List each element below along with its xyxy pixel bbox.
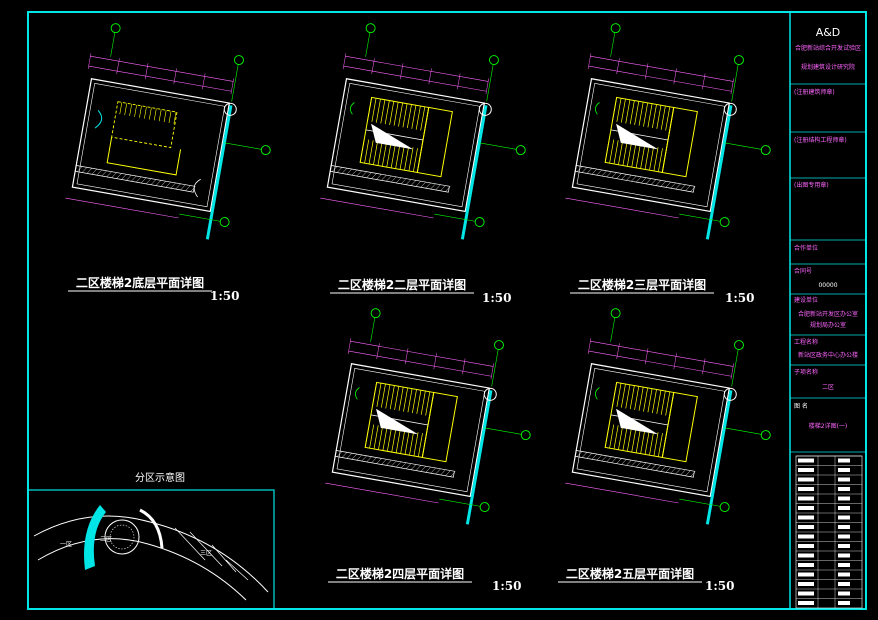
stair-plan-5: 二区楼梯2五层平面详图 1:50 xyxy=(558,308,771,593)
subproject-label: 子项名称 xyxy=(794,368,818,376)
project-name: 新站区政务中心办公楼 xyxy=(798,351,858,359)
institute-name-line1: 合肥新站综合开发试验区 xyxy=(795,44,861,52)
client-line1: 合肥新站开发区办公室 xyxy=(798,310,858,318)
stair-plan-1: 二区楼梯2底层平面详图 1:50 xyxy=(65,23,271,303)
key-plan-title: 分区示意图 xyxy=(135,471,185,484)
drawing-name-label: 图 名 xyxy=(794,402,808,410)
institute-name-line2: 规划建筑设计研究院 xyxy=(801,63,855,71)
seal-label: (出图专用章) xyxy=(794,181,829,189)
drawing-name: 楼梯2详图(一) xyxy=(809,422,848,430)
zone2-label: 二区 xyxy=(100,536,112,543)
plan-title: 二区楼梯2底层平面详图 xyxy=(76,275,204,290)
plan-scale: 1:50 xyxy=(492,579,521,593)
plan-drawing xyxy=(565,23,771,240)
titleblock: A&D 合肥新站综合开发试验区 规划建筑设计研究院 (注册建筑师章) (注册结构… xyxy=(790,26,866,609)
plan-title: 二区楼梯2二层平面详图 xyxy=(338,277,466,292)
key-plan: 分区示意图 一区 二区 三区 xyxy=(27,471,275,610)
plan-title: 二区楼梯2四层平面详图 xyxy=(336,566,464,581)
plan-title: 二区楼梯2五层平面详图 xyxy=(566,566,694,581)
stair-plan-2: 二区楼梯2二层平面详图 1:50 xyxy=(320,23,526,305)
partner-label: 合作单位 xyxy=(794,244,818,252)
rotunda xyxy=(104,519,140,555)
sheet-frame xyxy=(27,11,867,610)
project-label: 工程名称 xyxy=(794,338,818,346)
job-number: 00000 xyxy=(818,282,837,289)
zone2-highlight xyxy=(84,505,106,570)
zone1-label: 一区 xyxy=(60,541,72,548)
reg-architect-label: (注册建筑师章) xyxy=(794,88,835,96)
signature-grid xyxy=(795,455,863,609)
subproject-name: 二区 xyxy=(822,384,834,391)
plan-scale: 1:50 xyxy=(210,289,239,303)
reg-structural-label: (注册结构工程师章) xyxy=(794,136,847,144)
client-label: 建设单位 xyxy=(794,296,818,304)
plan-title: 二区楼梯2三层平面详图 xyxy=(578,277,706,292)
logo-text: A&D xyxy=(816,26,841,39)
stair-plans: 二区楼梯2底层平面详图1:50二区楼梯2二层平面详图1:50二区楼梯2三层平面详… xyxy=(65,23,771,593)
plan-scale: 1:50 xyxy=(705,579,734,593)
plan-scale: 1:50 xyxy=(482,291,511,305)
plan-scale: 1:50 xyxy=(725,291,754,305)
plan-drawing xyxy=(320,23,526,240)
stair-plan-3: 二区楼梯2三层平面详图 1:50 xyxy=(565,23,771,305)
job-number-label: 合同号 xyxy=(794,267,812,275)
stair-plan-4: 二区楼梯2四层平面详图 1:50 xyxy=(325,308,531,593)
zone3-label: 三区 xyxy=(200,550,212,557)
client-line2: 规划局办公室 xyxy=(810,321,846,329)
